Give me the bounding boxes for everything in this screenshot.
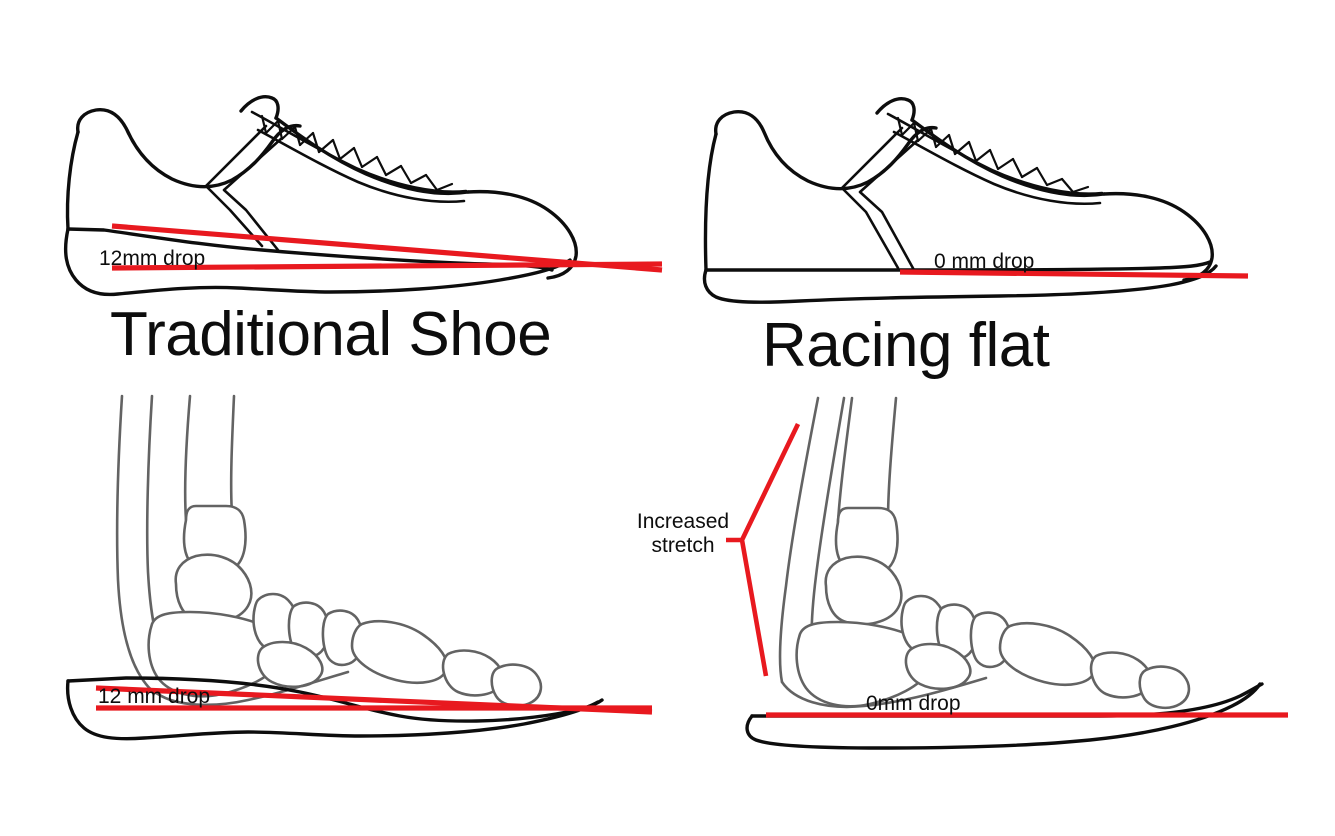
title-traditional-shoe: Traditional Shoe bbox=[110, 300, 551, 369]
racing-lace-band-lower-edge bbox=[892, 130, 1102, 206]
lace-band-lower-edge bbox=[256, 128, 466, 204]
increased-stretch-label-line1: Increased bbox=[637, 510, 729, 533]
shoe-side-chevron-outer bbox=[204, 124, 268, 248]
panel-traditional-shoe: 12mm drop Traditional Shoe bbox=[63, 95, 663, 369]
panel-foot-racing: 0mm drop Increased stretch bbox=[637, 396, 1288, 750]
metatarsal-bone bbox=[350, 619, 449, 684]
racing-upper-outline bbox=[714, 110, 938, 191]
tibia-posterior-line-right bbox=[836, 396, 854, 524]
racing-side-chevron-inner bbox=[858, 138, 920, 272]
sole-insole-top-edge-left bbox=[66, 676, 604, 723]
heel-soft-tissue-contour bbox=[156, 670, 350, 707]
distal-phalanx-bone-right bbox=[1138, 665, 1191, 710]
fibula-posterior-line bbox=[115, 394, 160, 696]
tibia-anterior-line-right bbox=[886, 396, 898, 522]
increased-stretch-leader-line bbox=[726, 423, 801, 677]
red-ground-line-top-right bbox=[899, 269, 1249, 279]
cuboid-bone-right bbox=[904, 642, 972, 691]
lace-zigzag bbox=[260, 114, 454, 192]
shoe-side-chevron-inner bbox=[222, 136, 284, 252]
racing-collar-inner bbox=[875, 97, 916, 122]
title-racing-flat: Racing flat bbox=[762, 311, 1050, 380]
racing-vamp-line bbox=[910, 118, 1106, 198]
tibia-posterior-line bbox=[183, 394, 192, 522]
panel-foot-traditional: 12 mm drop bbox=[65, 394, 653, 741]
racing-toe-outline bbox=[1102, 191, 1214, 282]
fibula-anterior-line bbox=[145, 394, 164, 654]
drop-label-racing: 0 mm drop bbox=[934, 250, 1034, 273]
shoe-vamp-line bbox=[274, 116, 470, 196]
racing-outsole-outline bbox=[702, 264, 1218, 304]
shoe-heel-back bbox=[65, 130, 80, 231]
drop-label-foot-traditional: 12 mm drop bbox=[98, 685, 210, 708]
racing-side-chevron-outer bbox=[840, 126, 904, 270]
sole-outsole-bottom-left bbox=[65, 679, 600, 741]
fibula-posterior-line-right bbox=[778, 396, 820, 684]
drop-label-foot-racing: 0mm drop bbox=[866, 692, 961, 715]
tibia-anterior-line bbox=[229, 394, 236, 516]
racing-heel-back bbox=[703, 132, 718, 272]
drop-label-traditional: 12mm drop bbox=[99, 247, 205, 270]
red-ground-line-top-left bbox=[111, 261, 663, 271]
talus-bone-right bbox=[824, 555, 903, 626]
heel-soft-tissue-contour-right bbox=[780, 676, 988, 709]
metatarsal-bone-right bbox=[998, 621, 1097, 686]
cuboid-bone bbox=[256, 640, 324, 689]
distal-phalanx-bone bbox=[490, 663, 543, 708]
increased-stretch-label-line2: stretch bbox=[651, 534, 714, 557]
shoe-collar-inner bbox=[239, 95, 280, 120]
racing-lace-zigzag bbox=[896, 116, 1090, 194]
shoe-upper-outline bbox=[76, 108, 302, 189]
panel-racing-flat: 0 mm drop Racing flat bbox=[702, 97, 1249, 380]
shoe-toe-outline bbox=[466, 189, 578, 280]
sole-outsole-bottom-right bbox=[745, 682, 1262, 750]
shoe-outsole-outline bbox=[63, 227, 572, 297]
